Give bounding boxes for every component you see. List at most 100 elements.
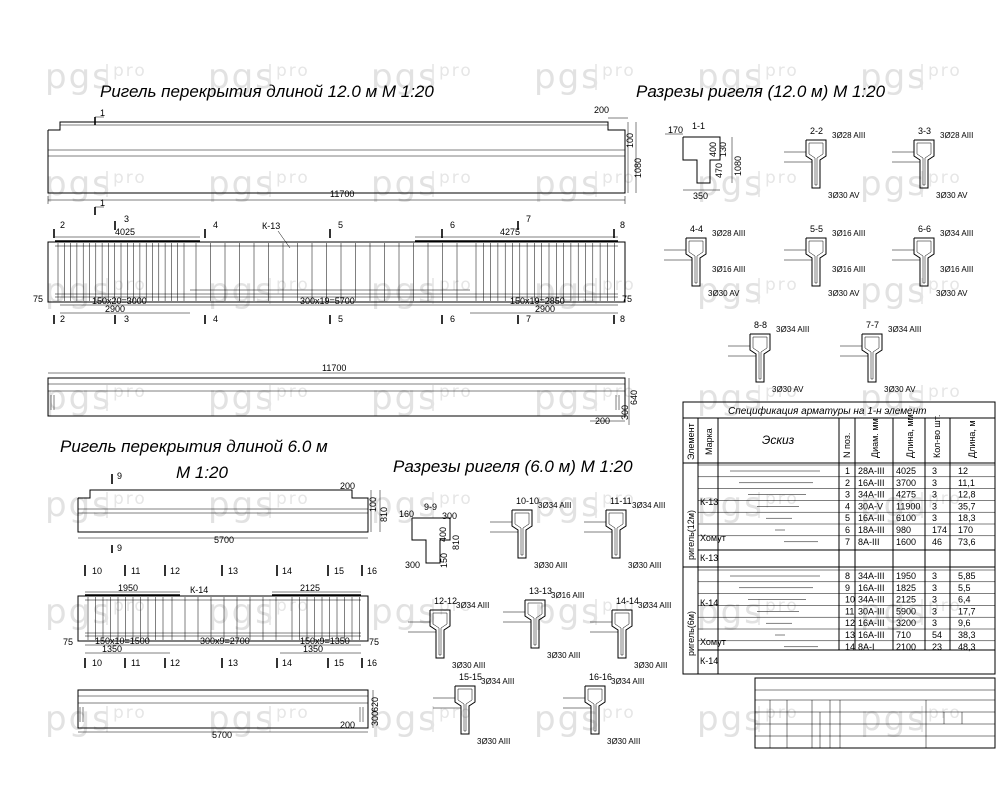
section-label: 12-12 xyxy=(434,596,457,606)
section-bottom-bars: 3Ø30 AV xyxy=(884,385,916,394)
spec-pos: 3 xyxy=(845,490,850,500)
spec-diam: 16А-III xyxy=(858,630,885,640)
section-stirrup xyxy=(527,602,543,646)
watermark-subtext: pro xyxy=(602,703,636,723)
watermark-text: pgs xyxy=(45,378,112,418)
watermark-text: pgs xyxy=(371,699,438,739)
spec-clamp-2: Хомут xyxy=(700,637,726,647)
spec-k13-row: К-13 xyxy=(700,553,718,563)
section-label: 10-10 xyxy=(516,496,539,506)
spec-k14: К-14 xyxy=(700,598,718,608)
beam6-title-2: М 1:20 xyxy=(176,463,229,482)
spec-count: 3 xyxy=(932,583,937,593)
watermark-text: pgs xyxy=(45,592,112,632)
watermark-subtext: pro xyxy=(928,382,962,402)
beam6-dim-2125: 2125 xyxy=(300,583,320,593)
section-bottom-bars: 3Ø30 AV xyxy=(936,289,968,298)
beam6-dim-810: 810 xyxy=(379,507,389,522)
watermark-subtext: pro xyxy=(113,703,147,723)
section11-d130: 130 xyxy=(718,142,728,157)
section11-d470: 470 xyxy=(714,163,724,178)
section99-label: 9-9 xyxy=(424,502,437,512)
watermark-subtext: pro xyxy=(276,489,310,509)
watermark-subtext: pro xyxy=(276,61,310,81)
spec-diam: 16А-III xyxy=(858,478,885,488)
spec-diam: 34А-III xyxy=(858,595,885,605)
watermark-subtext: pro xyxy=(765,168,799,188)
section-top-bars: 3Ø34 AIII xyxy=(632,501,665,510)
cut-label-15b: 15 xyxy=(334,658,344,668)
watermark-subtext: pro xyxy=(602,61,636,81)
section-label: 16-16 xyxy=(589,672,612,682)
spec-length-mm: 2100 xyxy=(896,642,916,652)
spec-h-sketch: Эскиз xyxy=(762,433,795,447)
spec-length-m: 12,8 xyxy=(958,490,976,500)
watermark-subtext: pro xyxy=(276,275,310,295)
spec-length-m: 5,85 xyxy=(958,571,976,581)
section-outline xyxy=(749,333,771,383)
section-stirrup xyxy=(514,512,530,556)
watermark-subtext: pro xyxy=(276,703,310,723)
beam12-dim-4025: 4025 xyxy=(115,227,135,237)
watermark-text: pgs xyxy=(534,378,601,418)
spec-h-diam: Диам. мм xyxy=(870,418,880,458)
section-9-9: 9-9 160 300 400 810 150 300 xyxy=(399,502,461,570)
spec-clamp-1: Хомут xyxy=(700,533,726,543)
spec-pos: 13 xyxy=(845,630,855,640)
cut-label-3: 3 xyxy=(124,214,129,224)
watermark-text: pgs xyxy=(45,485,112,525)
section-top-bars: 3Ø34 AIII xyxy=(638,601,671,610)
spec-diam: 8А-I xyxy=(858,642,875,652)
watermark-text: pgs xyxy=(534,164,601,204)
watermark-subtext: pro xyxy=(276,596,310,616)
section99-d150: 150 xyxy=(439,553,449,568)
section99-d810: 810 xyxy=(451,535,461,550)
watermark-subtext: pro xyxy=(602,489,636,509)
watermark-text: pgs xyxy=(208,164,275,204)
watermark-text: pgs xyxy=(208,592,275,632)
section-outline xyxy=(605,509,627,559)
beam12-dim-200: 200 xyxy=(594,105,609,115)
section-outline xyxy=(913,139,935,189)
spec-pos: 2 xyxy=(845,478,850,488)
section-bottom-bars: 3Ø30 AIII xyxy=(534,561,567,570)
spec-diam: 8А-III xyxy=(858,537,880,547)
cut-label-2b: 2 xyxy=(60,314,65,324)
section-label: 8-8 xyxy=(754,320,767,330)
section-outline xyxy=(429,609,451,659)
watermark-text: pgs xyxy=(208,271,275,311)
beam6-dim-1350-left: 1350 xyxy=(102,644,122,654)
spec-h-mark: Марка xyxy=(704,428,714,455)
beam6-plan-620: 620 xyxy=(370,697,380,712)
section-label: 6-6 xyxy=(918,224,931,234)
beam12-length-dim: 11700 xyxy=(330,189,354,199)
spec-length-mm: 1600 xyxy=(896,537,916,547)
section-bottom-bars: 3Ø30 AV xyxy=(828,289,860,298)
beam6-elevation: 5700 200 100 810 9 9 xyxy=(77,471,389,553)
watermark-subtext: pro xyxy=(928,703,962,723)
section-outline xyxy=(861,333,883,383)
cut-label-1a: 1 xyxy=(100,108,105,118)
beam6-stirrups-right: 150x9=1350 xyxy=(300,636,350,646)
watermark-subtext: pro xyxy=(602,168,636,188)
spec-k14-row: К-14 xyxy=(700,656,718,666)
watermark-text: pgs xyxy=(45,271,112,311)
spec-count: 3 xyxy=(932,466,937,476)
section11-label: 1-1 xyxy=(692,121,705,131)
watermark-subtext: pro xyxy=(765,489,799,509)
section-stirrup xyxy=(457,688,473,732)
section-bottom-bars: 3Ø30 AIII xyxy=(547,651,580,660)
spec-group-2: ригель(6м) xyxy=(686,611,696,656)
section-bottom-bars: 3Ø30 AV xyxy=(828,191,860,200)
watermark-text: pgs xyxy=(697,699,764,739)
spec-count: 3 xyxy=(932,478,937,488)
spec-diam: 16А-III xyxy=(858,618,885,628)
beam12-plan-300: 300 xyxy=(620,405,630,420)
watermark-text: pgs xyxy=(371,378,438,418)
beam12-dim-100: 100 xyxy=(625,133,635,148)
